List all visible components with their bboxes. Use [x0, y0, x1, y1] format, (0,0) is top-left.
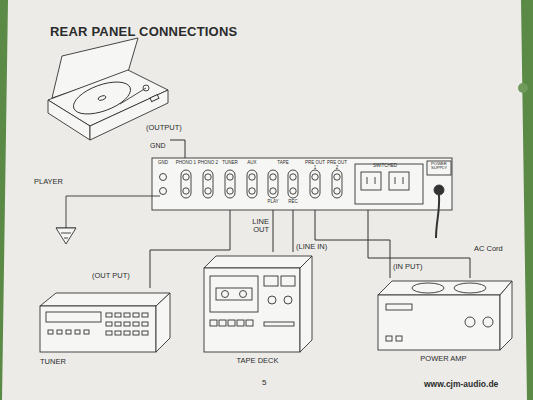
rca-jacks [181, 170, 342, 198]
power-amp-illustration [378, 281, 512, 350]
top-knob [454, 283, 486, 293]
jack-label: PRE OUT 2 [327, 161, 348, 170]
tuner-illustration [40, 293, 170, 352]
tape-deck-node: TAPE DECK [200, 252, 315, 370]
vu-meter [281, 276, 295, 286]
jack-label: SWITCHED [360, 164, 410, 169]
outlet-slot [395, 177, 396, 184]
cord-grommet [434, 185, 444, 195]
ac-outlet [361, 172, 381, 190]
jack-label: REC [286, 200, 300, 205]
signal-cable [273, 210, 274, 252]
jack-label: PRE OUT 1 [305, 161, 326, 170]
jack-label: AUX [242, 161, 263, 166]
tonearm [120, 88, 146, 104]
ground-wire [56, 196, 160, 244]
spindle [98, 95, 107, 101]
top-knob [412, 283, 444, 293]
outlet-slot [375, 177, 376, 184]
jack-label: PHONO 1 [176, 161, 197, 166]
cable-label: (LINE IN) [296, 243, 327, 251]
preamp-panel: GNDPHONO 1PHONO 2TUNERAUX TAPE PLAY REC PRE … [152, 158, 452, 210]
control [150, 95, 159, 102]
front-control [386, 304, 412, 310]
device-name: TAPE DECK [200, 357, 315, 365]
power-amp-node: POWER AMP [372, 278, 515, 370]
jack-label: TUNER [220, 161, 241, 166]
tuner-buttons [48, 313, 148, 335]
signal-cable [150, 210, 230, 288]
cassette-door [210, 276, 258, 312]
gnd-post [160, 188, 167, 195]
knob [465, 317, 475, 327]
watermark: www.cjm-audio.de [424, 380, 498, 389]
page-number: 5 [262, 379, 266, 387]
cable-label: AC Cord [474, 245, 503, 253]
knob [483, 317, 493, 327]
cassette-window [216, 288, 252, 300]
outlet-slot [367, 177, 368, 184]
ground-lead [66, 196, 160, 228]
signal-cable [170, 140, 185, 158]
cable-label: (OUTPUT) [146, 124, 182, 132]
jack-label: PLAY [266, 200, 280, 205]
ac-outlet [389, 172, 409, 190]
plinth-side [90, 90, 168, 140]
outlet-slot [403, 177, 404, 184]
outlet-frame [355, 164, 423, 204]
power-supply-box [427, 161, 451, 175]
punch-hole [518, 83, 528, 93]
cable-label: (OUT PUT) [92, 272, 130, 280]
device-name: PLAYER [34, 178, 94, 186]
page-title: REAR PANEL CONNECTIONS [50, 25, 237, 39]
signal-cable [293, 210, 294, 252]
jack-label: GND [153, 161, 174, 166]
panel-outline [152, 158, 452, 210]
device-name: TUNER [40, 358, 100, 366]
cable-label: (IN PUT) [393, 263, 423, 271]
knob [268, 296, 276, 304]
signal-cable [368, 210, 470, 278]
tuner-dial [46, 312, 101, 322]
knob [284, 296, 292, 304]
player-node: PLAYER [38, 40, 170, 152]
jack-label: TAPE [268, 161, 298, 166]
platter [69, 76, 134, 121]
vu-meter [264, 276, 278, 286]
ground-label: GND [150, 142, 166, 149]
preamp-rear-panel [152, 158, 452, 210]
tuner-node: TUNER [35, 288, 172, 370]
ground-symbol [56, 228, 76, 244]
jack-label: POWER SUPPLY [428, 162, 450, 171]
tape-deck-illustration [204, 256, 312, 352]
transport-buttons [210, 320, 294, 326]
device-name: POWER AMP [372, 355, 515, 363]
cable-label: LINE OUT [245, 218, 269, 234]
power-cord [436, 195, 439, 238]
jack-label: PHONO 2 [198, 161, 219, 166]
gnd-post [160, 174, 167, 181]
